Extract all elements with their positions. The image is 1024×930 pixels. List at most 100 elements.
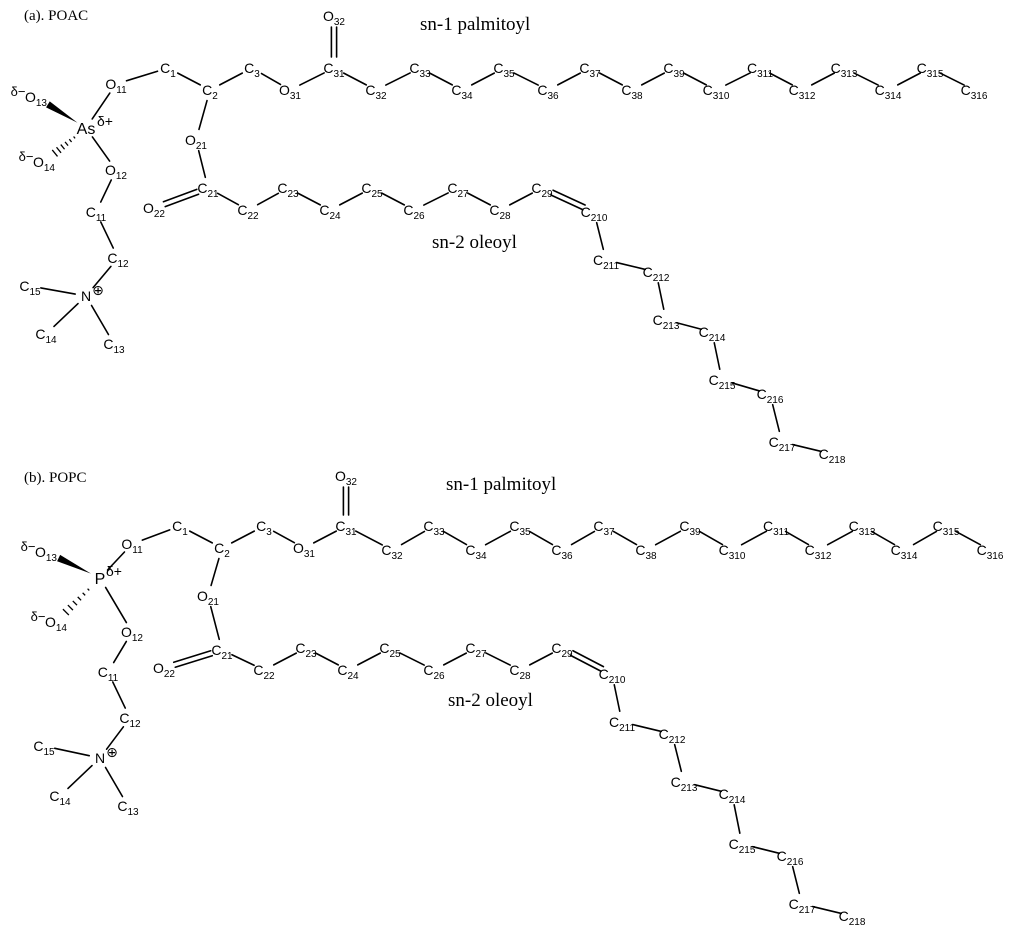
atom-subscript: 36 <box>562 551 574 562</box>
atom-C37: C37 <box>593 518 615 538</box>
partial-negative-charge: δ− <box>31 609 46 624</box>
atom-symbol: C <box>379 640 389 656</box>
atom-symbol: C <box>256 518 266 534</box>
atom-C216: C216 <box>757 386 784 406</box>
atom-subscript: 26 <box>434 671 446 682</box>
atom-C13: C13 <box>117 798 139 818</box>
bond-C36-C37 <box>556 72 582 86</box>
atom-symbol: C <box>107 250 117 266</box>
atom-symbol: C <box>117 798 127 814</box>
atom-C14: C14 <box>49 788 71 808</box>
atom-subscript: 213 <box>681 783 698 794</box>
atom-symbol: C <box>709 372 719 388</box>
atom-symbol: O <box>197 588 208 604</box>
bond-O21-C21 <box>209 605 221 641</box>
atom-subscript: 28 <box>520 671 532 682</box>
atom-subscript: 12 <box>118 259 130 270</box>
atom-symbol: O <box>35 544 46 560</box>
atom-C212: C212 <box>643 264 670 284</box>
bond-C310-C311 <box>725 72 751 86</box>
atom-C213: C213 <box>653 312 680 332</box>
atom-C35: C35 <box>493 60 515 80</box>
atom-C310: C310 <box>703 82 730 102</box>
atom-subscript: 35 <box>504 69 516 80</box>
bond-C39-C310 <box>682 72 708 86</box>
atom-O32: O32 <box>335 468 357 488</box>
atom-C29: C29 <box>531 180 553 200</box>
bond-C216-C217 <box>791 865 801 895</box>
bond-C25-C26 <box>399 652 425 666</box>
bond-N-C15 <box>40 287 76 295</box>
atom-C313: C313 <box>831 60 858 80</box>
atom-subscript: 35 <box>520 527 532 538</box>
atom-C315: C315 <box>933 518 960 538</box>
atom-C211: C211 <box>593 252 620 272</box>
atom-symbol: C <box>719 542 729 558</box>
atom-subscript: 218 <box>849 917 866 928</box>
bond-C311-C312 <box>768 72 794 86</box>
bond-center-O12 <box>104 586 128 624</box>
atom-subscript: 214 <box>709 333 726 344</box>
double-bond-C29-C210 <box>569 654 602 673</box>
double-bond-C21-O22 <box>162 188 198 203</box>
atom-subscript: 216 <box>767 395 784 406</box>
atom-C13: C13 <box>103 336 125 356</box>
atom-O11: O11 <box>105 76 127 96</box>
atom-subscript: 314 <box>885 91 902 102</box>
atom-subscript: 311 <box>757 69 773 80</box>
atom-subscript: 37 <box>590 69 602 80</box>
atom-C31: C31 <box>335 518 357 538</box>
atom-subscript: 31 <box>334 69 346 80</box>
atom-symbol: C <box>119 710 129 726</box>
atom-subscript: 13 <box>46 553 58 564</box>
atom-subscript: 1 <box>170 69 176 80</box>
atom-symbol: C <box>465 640 475 656</box>
atom-symbol: C <box>593 252 603 268</box>
bond-C31-C32 <box>354 530 384 546</box>
atom-symbol: C <box>160 60 170 76</box>
bond-C26-C27 <box>423 192 449 206</box>
atom-C2: C2 <box>202 82 218 102</box>
bond-C22-C23 <box>272 652 298 666</box>
atom-N: N <box>95 750 105 766</box>
bond-C11-C12 <box>111 681 127 709</box>
bond-C25-C26 <box>380 192 406 206</box>
atom-C28: C28 <box>489 202 511 222</box>
atom-C27: C27 <box>447 180 469 200</box>
hash-mark <box>67 604 74 611</box>
atom-symbol: O <box>25 89 36 105</box>
atom-subscript: 26 <box>414 211 426 222</box>
atom-symbol: C <box>197 180 207 196</box>
bond-C2-C3 <box>218 72 244 86</box>
atom-C211: C211 <box>609 714 636 734</box>
atom-O13: O13 <box>35 544 57 564</box>
bond-center-O11 <box>91 92 111 120</box>
bond-C28-C29 <box>508 192 534 206</box>
bond-C34-C35 <box>484 530 512 546</box>
atom-subscript: 14 <box>60 797 72 808</box>
atom-symbol: C <box>551 542 561 558</box>
atom-symbol: C <box>703 82 713 98</box>
atom-subscript: 27 <box>458 189 470 200</box>
bond-C213-C214 <box>675 321 703 331</box>
atom-C316: C316 <box>977 542 1004 562</box>
atom-symbol: C <box>653 312 663 328</box>
bond-C217-C218 <box>791 443 823 453</box>
atom-symbol: C <box>789 82 799 98</box>
atom-subscript: 22 <box>154 209 166 220</box>
atom-symbol: C <box>237 202 247 218</box>
bond-C2-O21 <box>210 557 220 587</box>
atom-subscript: 28 <box>500 211 512 222</box>
positive-charge: ⊕ <box>92 282 104 298</box>
atom-subscript: 14 <box>44 163 56 174</box>
atom-subscript: 12 <box>116 171 128 182</box>
atom-C212: C212 <box>659 726 686 746</box>
atom-subscript: 211 <box>603 261 619 272</box>
atom-O22: O22 <box>143 200 165 220</box>
atom-subscript: 316 <box>971 91 988 102</box>
atom-symbol: C <box>933 518 943 534</box>
bond-C37-C38 <box>598 72 624 86</box>
bond-C210-C211 <box>613 683 621 713</box>
atom-subscript: 13 <box>128 807 140 818</box>
